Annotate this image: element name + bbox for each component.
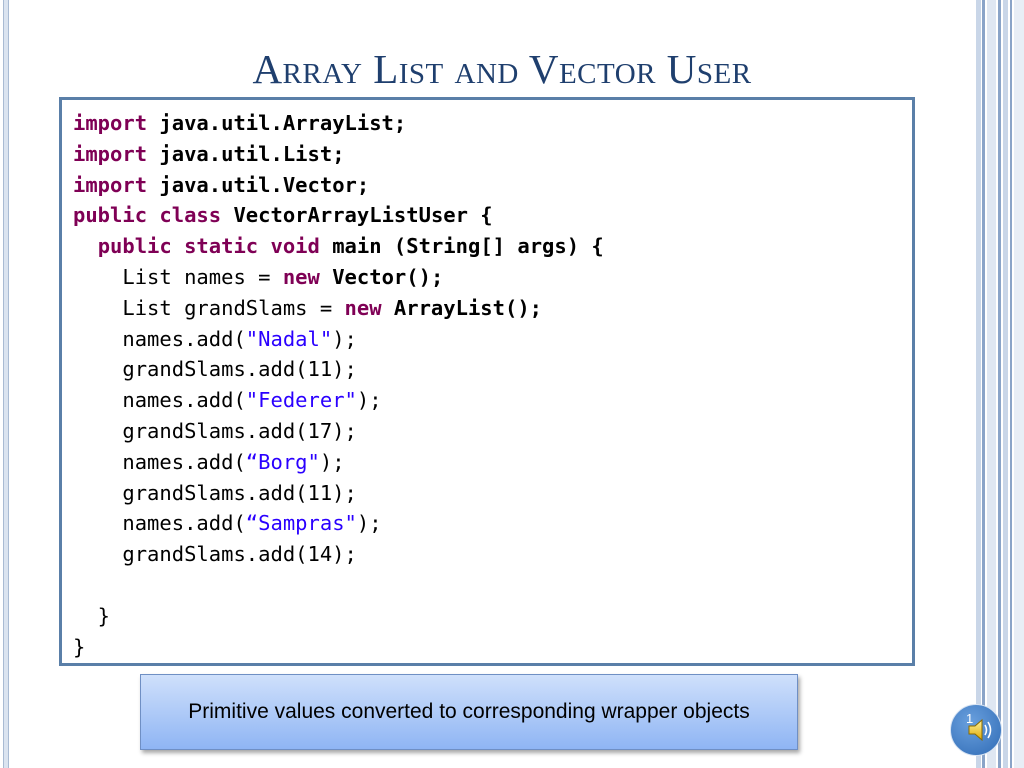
code-token: java.util.ArrayList;	[147, 111, 407, 135]
note-callout: Primitive values converted to correspond…	[140, 674, 798, 750]
code-token: names.add(	[73, 449, 246, 474]
code-token: main (String[] args) {	[319, 234, 604, 259]
code-token: import	[73, 172, 148, 197]
code-line: public static void main (String[] args) …	[73, 231, 604, 262]
code-token: import	[73, 111, 148, 135]
code-token: ArrayList();	[381, 295, 543, 320]
code-token: java.util.Vector;	[147, 172, 370, 197]
code-line: grandSlams.add(11);	[73, 478, 604, 509]
code-token: VectorArrayListUser {	[221, 203, 493, 228]
code-line: import java.util.List;	[73, 139, 604, 170]
code-line	[73, 570, 604, 601]
code-line: names.add(“Sampras");	[73, 508, 604, 539]
code-token: );	[319, 449, 345, 474]
code-token: new	[344, 295, 382, 320]
code-token	[147, 203, 159, 227]
code-token	[258, 234, 270, 258]
code-token: public	[97, 234, 172, 259]
code-line: names.add(“Borg");	[73, 447, 604, 478]
code-line: }	[73, 632, 604, 663]
code-token: public	[73, 203, 148, 228]
speaker-icon[interactable]	[964, 714, 996, 746]
code-token: “Sampras"	[245, 511, 357, 536]
code-token	[73, 234, 98, 258]
code-token: names.add(	[73, 388, 246, 413]
code-token: grandSlams.add(11);	[73, 357, 357, 382]
code-token: class	[159, 203, 222, 228]
code-token: grandSlams.add(11);	[73, 480, 357, 505]
code-token: }	[73, 603, 111, 628]
code-token: Vector();	[319, 264, 444, 289]
code-token: );	[332, 326, 357, 351]
code-box: import java.util.ArrayList;import java.u…	[59, 97, 915, 666]
code-token: "Nadal"	[245, 326, 333, 351]
note-text: Primitive values converted to correspond…	[188, 700, 750, 723]
code-listing: import java.util.ArrayList;import java.u…	[73, 108, 604, 662]
code-line: names.add("Federer");	[73, 385, 604, 416]
code-token: }	[73, 634, 86, 659]
slide-frame-left	[3, 0, 9, 768]
code-token: List names =	[73, 264, 283, 289]
code-line: import java.util.Vector;	[73, 170, 604, 201]
code-token: grandSlams.add(17);	[73, 418, 357, 443]
code-token: void	[270, 234, 320, 259]
code-token: grandSlams.add(14);	[73, 542, 357, 567]
code-token: );	[356, 511, 382, 536]
page-number: 1	[966, 711, 974, 726]
code-line: }	[73, 601, 604, 632]
code-token: names.add(	[73, 511, 246, 536]
code-token: new	[282, 264, 320, 289]
code-line: List names = new Vector();	[73, 262, 604, 293]
code-token: List grandSlams =	[73, 295, 345, 320]
code-token: “Borg"	[245, 449, 320, 474]
code-line: grandSlams.add(11);	[73, 354, 604, 385]
code-token: import	[73, 141, 148, 166]
code-line: grandSlams.add(14);	[73, 539, 604, 570]
code-token: java.util.List;	[147, 141, 345, 166]
code-line: import java.util.ArrayList;	[73, 108, 604, 139]
code-line: public class VectorArrayListUser {	[73, 200, 604, 231]
code-line: grandSlams.add(17);	[73, 416, 604, 447]
slide-frame-right	[976, 0, 1024, 768]
code-line: List grandSlams = new ArrayList();	[73, 293, 604, 324]
code-line: names.add("Nadal");	[73, 324, 604, 355]
code-token: static	[184, 234, 259, 259]
code-token: "Federer"	[245, 388, 357, 413]
slide-title: Array List and Vector User	[252, 46, 752, 92]
code-token: );	[356, 388, 382, 413]
code-token	[172, 234, 184, 258]
code-token: names.add(	[73, 326, 246, 351]
